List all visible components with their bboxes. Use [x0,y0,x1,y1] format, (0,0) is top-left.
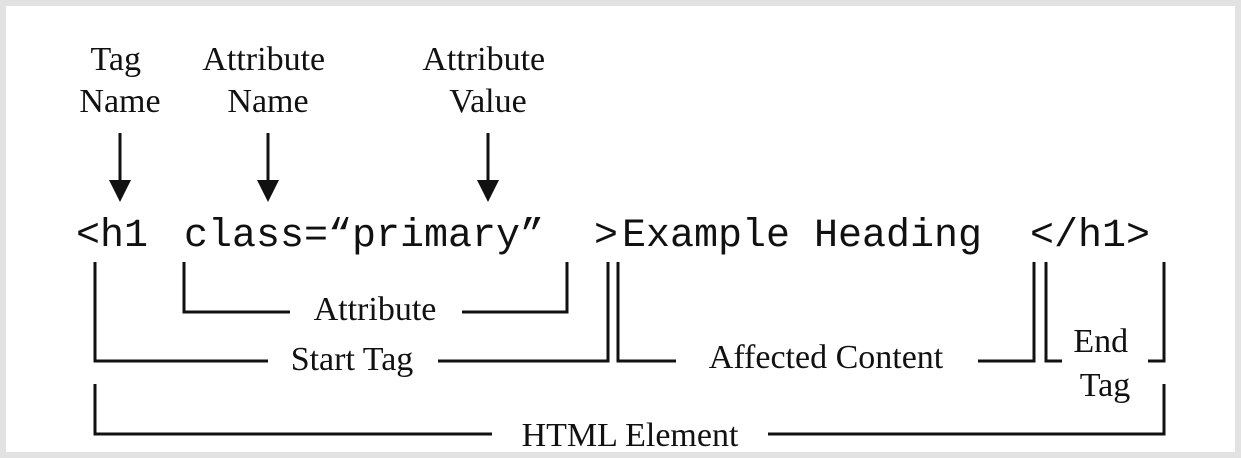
attribute-code: class=“primary” [184,214,544,259]
attribute-value-arrow-icon [477,133,499,202]
tag-name-label-line-1: Tag [91,41,142,78]
attribute-name-label-line-1: Attribute [202,41,325,78]
html-element-bracket: HTML Element [93,384,1166,454]
tag-name-label: Tag Name [79,41,160,120]
attribute-bracket: Attribute [182,262,569,328]
end-tag-code: </h1> [1030,214,1150,259]
attribute-name-arrow-icon [257,133,279,202]
attribute-name-label: Attribute Name [202,41,333,120]
html-code-line: <h1 class=“primary” > Example Heading </… [76,214,1150,259]
content-code: Example Heading [622,214,982,259]
attribute-bracket-label: Attribute [314,291,437,328]
attribute-name-label-line-2: Name [227,83,308,120]
tag-name-arrow-icon [109,133,131,202]
attribute-value-label-line-1: Attribute [422,41,545,78]
attribute-value-label-line-2: Value [449,83,526,120]
tag-name-label-line-2: Name [79,83,160,120]
start-tag-bracket-label: Start Tag [291,341,414,378]
start-tag-open-code: <h1 [76,214,148,259]
html-element-bracket-label: HTML Element [522,417,739,454]
attribute-value-label: Attribute Value [422,41,553,120]
end-tag-bracket: End Tag [1044,262,1166,404]
affected-content-bracket: Affected Content [616,262,1036,376]
end-tag-bracket-label-line-1: End [1073,323,1128,360]
affected-content-bracket-label: Affected Content [709,339,944,376]
end-tag-bracket-label-line-2: Tag [1080,367,1131,404]
start-tag-close-code: > [594,214,618,259]
end-tag-bracket-label: End Tag [1073,323,1136,404]
start-tag-bracket: Start Tag [93,262,610,378]
